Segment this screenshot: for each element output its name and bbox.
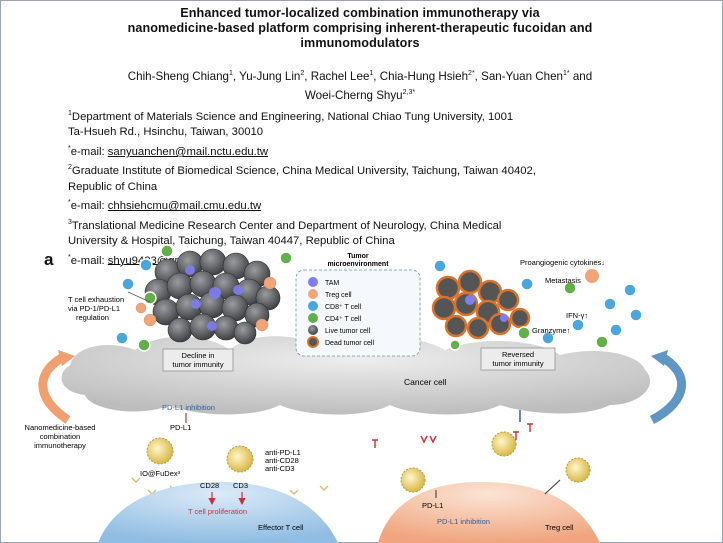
- affiliation-line: Ta-Hsueh Rd., Hsinchu, Taiwan, 30010: [68, 126, 264, 139]
- legend-live-tumor: Live tumor cell: [325, 328, 371, 335]
- author-name: San-Yuan Chen: [481, 69, 563, 83]
- pdl1-bottom-label: PD-L1: [422, 501, 443, 510]
- legend-box: [295, 269, 421, 357]
- legend-treg: Treg cell: [325, 292, 352, 299]
- left-tumor-cluster: [135, 248, 281, 345]
- author-list: Chih-Sheng Chiang1, Yu-Jung Lin2, Rachel…: [127, 69, 593, 102]
- effector-t-cell-label: Effector T cell: [258, 523, 304, 532]
- effector-t-cell: [98, 482, 338, 543]
- pdl1-top-label: PD-L1: [170, 423, 191, 432]
- proangiogenic-label: Proangiogenic cytokines↓: [520, 258, 605, 267]
- author-name: Rachel Lee: [310, 69, 370, 83]
- affiliation-line: Republic of China: [68, 180, 158, 193]
- email-line: *e-mail: chhsiehcmu@mail.cmu.edu.tw: [68, 199, 262, 213]
- pdl1-inhibition-bottom: PD-L1 inhibition: [437, 517, 490, 526]
- pdl1-inhibition-top: PD-L1 inhibition: [162, 403, 215, 412]
- treg-cell: [378, 482, 600, 543]
- right-free-cells: [433, 259, 643, 351]
- legend-cd4: CD4⁺ T cell: [325, 316, 362, 323]
- reversed-box: [480, 347, 556, 371]
- pdl1-marks: [372, 423, 533, 448]
- metastasis-label: Metastasis: [545, 276, 581, 285]
- cd3-label: CD3: [233, 481, 248, 490]
- email-link[interactable]: sanyuanchen@mail.nctu.edu.tw: [107, 145, 269, 158]
- t-cell-proliferation-label: T cell proliferation: [188, 507, 247, 516]
- author-name: Chih-Sheng Chiang: [127, 69, 229, 83]
- granzyme-label: Granzyme↑: [532, 326, 570, 335]
- right-tumor-cluster: [431, 269, 531, 340]
- affiliation-line: 3Translational Medicine Research Center …: [68, 218, 502, 232]
- treg-cell-label: Treg cell: [545, 523, 574, 532]
- left-free-cells: [115, 244, 293, 352]
- nanoparticle-group: [146, 431, 591, 493]
- legend-tam: TAM: [325, 280, 339, 287]
- title-line-1: Enhanced tumor-localized combination imm…: [180, 6, 540, 20]
- panel-label: a: [44, 250, 54, 269]
- email-line: *e-mail: sanyuanchen@mail.nctu.edu.tw: [68, 144, 269, 158]
- author-name: Yu-Jung Lin: [239, 69, 301, 83]
- cd28-label: CD28: [200, 481, 219, 490]
- legend-cd8: CD8⁺ T cell: [325, 304, 362, 311]
- title-line-3: immunomodulators: [300, 36, 420, 50]
- iofudex-label: IO@FuDex³: [140, 469, 181, 478]
- author-name: Woei-Cherng Shyu: [304, 88, 403, 102]
- paper-title: Enhanced tumor-localized combination imm…: [60, 6, 660, 51]
- author-name: Chia-Hung Hsieh: [379, 69, 469, 83]
- email-link[interactable]: chhsiehcmu@mail.cmu.edu.tw: [107, 200, 262, 213]
- ifn-label: IFN-γ↑: [566, 311, 588, 320]
- legend-dead-tumor: Dead tumor cell: [325, 340, 374, 347]
- left-cycle-arrow: [38, 352, 71, 424]
- title-line-2: nanomedicine-based platform comprising i…: [127, 21, 593, 35]
- affiliation-line: 1Department of Materials Science and Eng…: [68, 110, 514, 123]
- affiliation-line: University & Hospital, Taichung, Taiwan …: [68, 234, 395, 247]
- decline-box: [162, 348, 234, 372]
- affiliation-line: 2Graduate Institute of Biomedical Scienc…: [68, 164, 536, 178]
- affiliations: 1Department of Materials Science and Eng…: [68, 106, 666, 269]
- cancer-cell-label: Cancer cell: [404, 377, 447, 387]
- legend-items: TAM Treg cell CD8⁺ T cell CD4⁺ T cell Li…: [307, 277, 374, 348]
- right-cycle-arrow: [649, 352, 687, 424]
